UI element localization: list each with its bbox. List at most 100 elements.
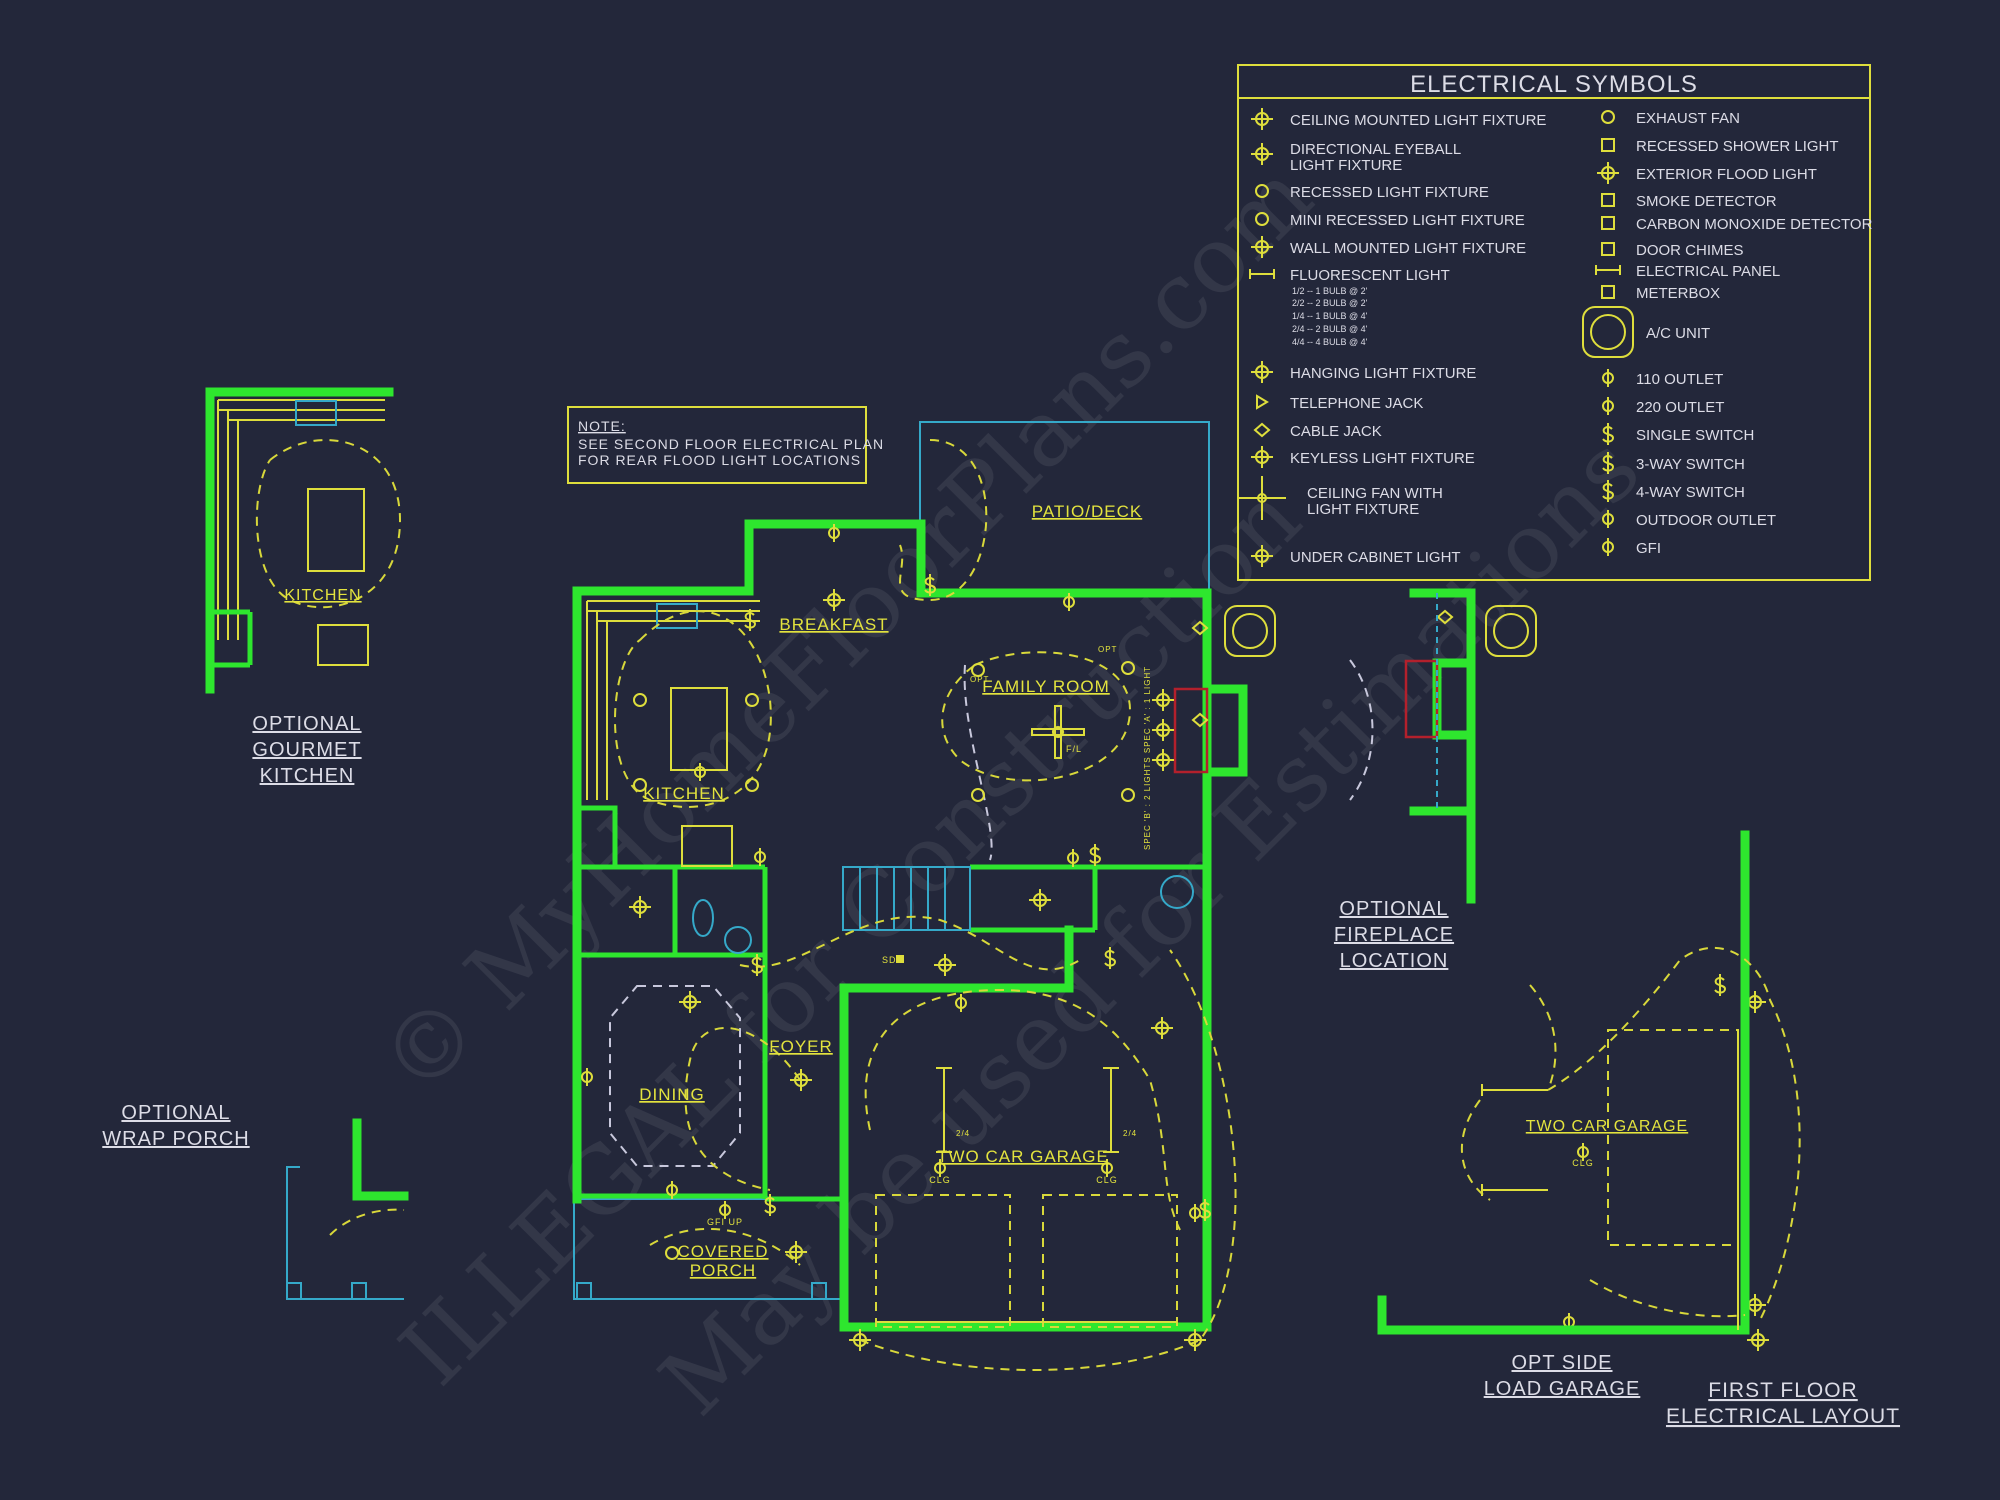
kitchen-sink — [656, 603, 698, 629]
legend-label: GFI — [1636, 540, 1661, 557]
fluorescent-note: 4/4 -- 4 BULB @ 4' — [1292, 337, 1368, 347]
legend-item: HANGING LIGHT FIXTURE — [1251, 361, 1476, 383]
single-switch-icon — [751, 954, 764, 976]
room-label-porch: PORCH — [690, 1261, 756, 1280]
legend-item: DOOR CHIMES — [1601, 242, 1744, 259]
smoke-detector-label: SD — [882, 955, 897, 965]
legend-label: LIGHT FIXTURE — [1290, 157, 1402, 174]
legend-label: KEYLESS LIGHT FIXTURE — [1290, 450, 1475, 467]
cable-jack-icon — [1436, 609, 1454, 625]
single-switch-icon — [764, 1194, 777, 1216]
ceiling-fan-icon — [1238, 476, 1286, 520]
legend-item: CABLE JACK — [1253, 422, 1382, 440]
three-way-switch-icon — [1602, 452, 1615, 474]
ceiling-light-icon — [629, 896, 651, 918]
fluorescent-note: 1/4 -- 1 BULB @ 4' — [1292, 311, 1368, 321]
legend-item: KEYLESS LIGHT FIXTURE — [1251, 446, 1475, 468]
carbon-monoxide-detector-icon — [1601, 216, 1615, 230]
gfi-up-label: GFI UP — [707, 1217, 743, 1227]
room-label-covered: COVERED — [677, 1242, 768, 1261]
legend-item: MINI RECESSED LIGHT FIXTURE — [1255, 212, 1525, 229]
legend-item: UNDER CABINET LIGHT — [1251, 545, 1461, 567]
room-label-side-garage: TWO CAR GARAGE — [1526, 1118, 1688, 1135]
recessed-shower-light-icon — [1601, 138, 1615, 152]
legend-label: 110 OUTLET — [1636, 371, 1723, 388]
room-label-kitchen: KITCHEN — [643, 784, 725, 803]
recessed-light-icon — [745, 693, 759, 707]
ceiling-light-icon — [1151, 1017, 1173, 1039]
legend-label: FLUORESCENT LIGHT — [1290, 267, 1450, 284]
staircase — [842, 866, 971, 931]
recessed-light-icon — [633, 778, 647, 792]
gfi-outlet-icon — [1602, 538, 1614, 556]
pantry — [574, 805, 618, 870]
clg-label: CLG — [1572, 1158, 1594, 1168]
fireplace-label-3: LOCATION — [1340, 950, 1449, 972]
legend-item: EXTERIOR FLOOD LIGHT — [1597, 162, 1817, 184]
toilet — [692, 899, 714, 937]
optional-gourmet-kitchen: KITCHEN OPTIONAL GOURMET KITCHEN — [205, 387, 402, 787]
ac-unit-icon — [1485, 605, 1537, 657]
outlet-110-icon — [1063, 593, 1075, 611]
outlet-110-icon — [1577, 1143, 1589, 1161]
legend-item: 4-WAY SWITCH — [1602, 480, 1745, 502]
legend-left-column: CEILING MOUNTED LIGHT FIXTURE DIRECTIONAL… — [1238, 108, 1546, 567]
legend-label: MINI RECESSED LIGHT FIXTURE — [1290, 212, 1525, 229]
drawing-title-2: ELECTRICAL LAYOUT — [1666, 1405, 1900, 1428]
gourmet-label-3: KITCHEN — [260, 765, 355, 787]
legend-label: A/C UNIT — [1646, 325, 1710, 342]
legend-item: RECESSED LIGHT FIXTURE — [1255, 184, 1489, 201]
legend-label: 220 OUTLET — [1636, 399, 1724, 416]
outlet-110-icon — [1189, 1204, 1201, 1222]
fluorescent-note: 1/2 -- 1 BULB @ 2' — [1292, 286, 1368, 296]
legend-item: CEILING MOUNTED LIGHT FIXTURE — [1251, 108, 1546, 130]
legend-label: CEILING MOUNTED LIGHT FIXTURE — [1290, 112, 1546, 129]
eyeball-light-icon — [1251, 143, 1273, 165]
gourmet-label-2: GOURMET — [252, 739, 361, 761]
legend-item: 220 OUTLET — [1602, 397, 1724, 416]
wall-light-icon — [1184, 1329, 1206, 1351]
main-floor-plan: F/L BREAKFAST PATIO/DECK FAMILY ROOM KIT… — [572, 421, 1769, 1371]
ac-unit-icon — [1582, 306, 1634, 358]
outlet-110-icon — [1602, 369, 1614, 387]
legend-label: SMOKE DETECTOR — [1636, 193, 1777, 210]
recessed-light-icon — [665, 1246, 679, 1260]
recessed-light-icon — [1121, 661, 1135, 675]
fluorescent-note: 2/4 -- 2 BULB @ 4' — [1292, 324, 1368, 334]
cable-jack-icon — [1253, 422, 1271, 438]
door-chimes-icon — [1601, 242, 1615, 256]
legend-label: UNDER CABINET LIGHT — [1290, 549, 1461, 566]
legend-label: LIGHT FIXTURE — [1307, 501, 1419, 518]
ceiling-light-icon — [1152, 719, 1174, 741]
fluorescent-label: 2/4 — [1123, 1129, 1137, 1138]
single-switch-icon — [1199, 1199, 1212, 1221]
legend-item: FLUORESCENT LIGHT — [1249, 267, 1450, 284]
recessed-light-icon — [633, 693, 647, 707]
legend-item: EXHAUST FAN — [1601, 110, 1740, 127]
room-label-patio-deck: PATIO/DECK — [1032, 502, 1142, 521]
hanging-light-icon — [1251, 361, 1273, 383]
legend-label: OUTDOOR OUTLET — [1636, 512, 1776, 529]
wrap-porch-label-1: OPTIONAL — [121, 1102, 230, 1124]
outlet-110-icon — [754, 848, 766, 866]
legend-item: GFI — [1602, 538, 1661, 557]
ceiling-light-icon — [1152, 689, 1174, 711]
optional-side-load-garage: TWO CAR GARAGE CLG OPT SIDE LOAD GARAGE — [1377, 830, 1801, 1400]
opt-label: OPT — [1098, 645, 1117, 654]
legend-item: SMOKE DETECTOR — [1601, 193, 1777, 210]
legend-label: RECESSED LIGHT FIXTURE — [1290, 184, 1489, 201]
wiring-circuits — [614, 439, 1237, 1371]
fluorescent-note: 2/2 -- 2 BULB @ 2' — [1292, 298, 1368, 308]
recessed-light-icon — [1255, 184, 1269, 198]
note-heading: NOTE: — [578, 418, 626, 434]
legend-item: 110 OUTLET — [1602, 369, 1723, 388]
legend-label: 4-WAY SWITCH — [1636, 484, 1745, 501]
mini-recessed-light-icon — [1255, 212, 1269, 226]
under-cabinet-light-icon — [1251, 545, 1273, 567]
legend-item: ELECTRICAL PANEL — [1595, 263, 1780, 280]
fluorescent-label: 2/4 — [956, 1129, 970, 1138]
room-label-two-car-garage: TWO CAR GARAGE — [937, 1147, 1109, 1166]
